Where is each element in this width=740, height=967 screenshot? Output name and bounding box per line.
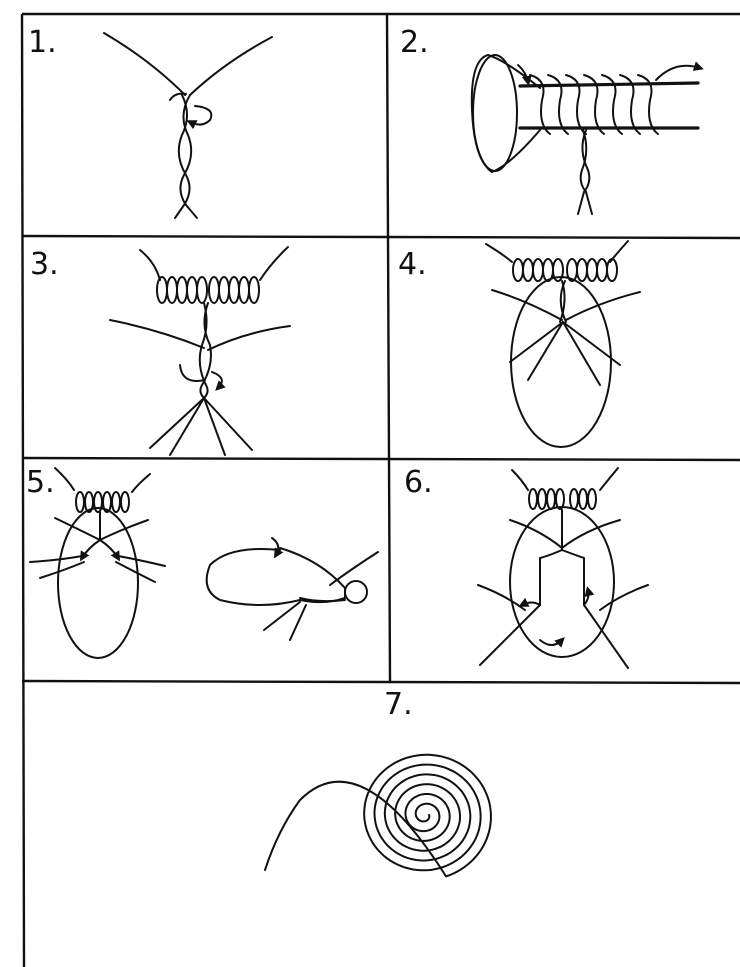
step-3-number: 3. [30, 247, 59, 282]
step-6-coil-row [529, 489, 596, 509]
step-5-panel: 5. [26, 465, 378, 658]
step-6-panel: 6. [404, 465, 648, 668]
step-5-number: 5. [26, 465, 55, 500]
step-3-double-coil [110, 247, 290, 455]
step-3-panel: 3. [30, 247, 290, 455]
step-2-coil-on-form [472, 55, 700, 214]
step-1-panel: 1. [28, 25, 272, 218]
step-2-coil-loops [518, 65, 700, 134]
step-7-spiral [265, 755, 491, 877]
step-3-coil-row [157, 277, 259, 303]
panel-grid [22, 14, 740, 967]
step-2-panel: 2. [400, 25, 700, 214]
step-4-panel: 4. [398, 241, 640, 447]
step-6-frame [478, 468, 648, 668]
step-5-side-view [207, 538, 378, 640]
step-7-panel: 7. [265, 687, 491, 876]
step-4-loop [486, 241, 640, 447]
step-4-number: 4. [398, 247, 427, 282]
step-6-number: 6. [404, 465, 433, 500]
step-7-number: 7. [384, 687, 413, 722]
step-2-number: 2. [400, 25, 429, 60]
step-1-twisted-threads [104, 33, 272, 218]
step-1-number: 1. [28, 25, 57, 60]
